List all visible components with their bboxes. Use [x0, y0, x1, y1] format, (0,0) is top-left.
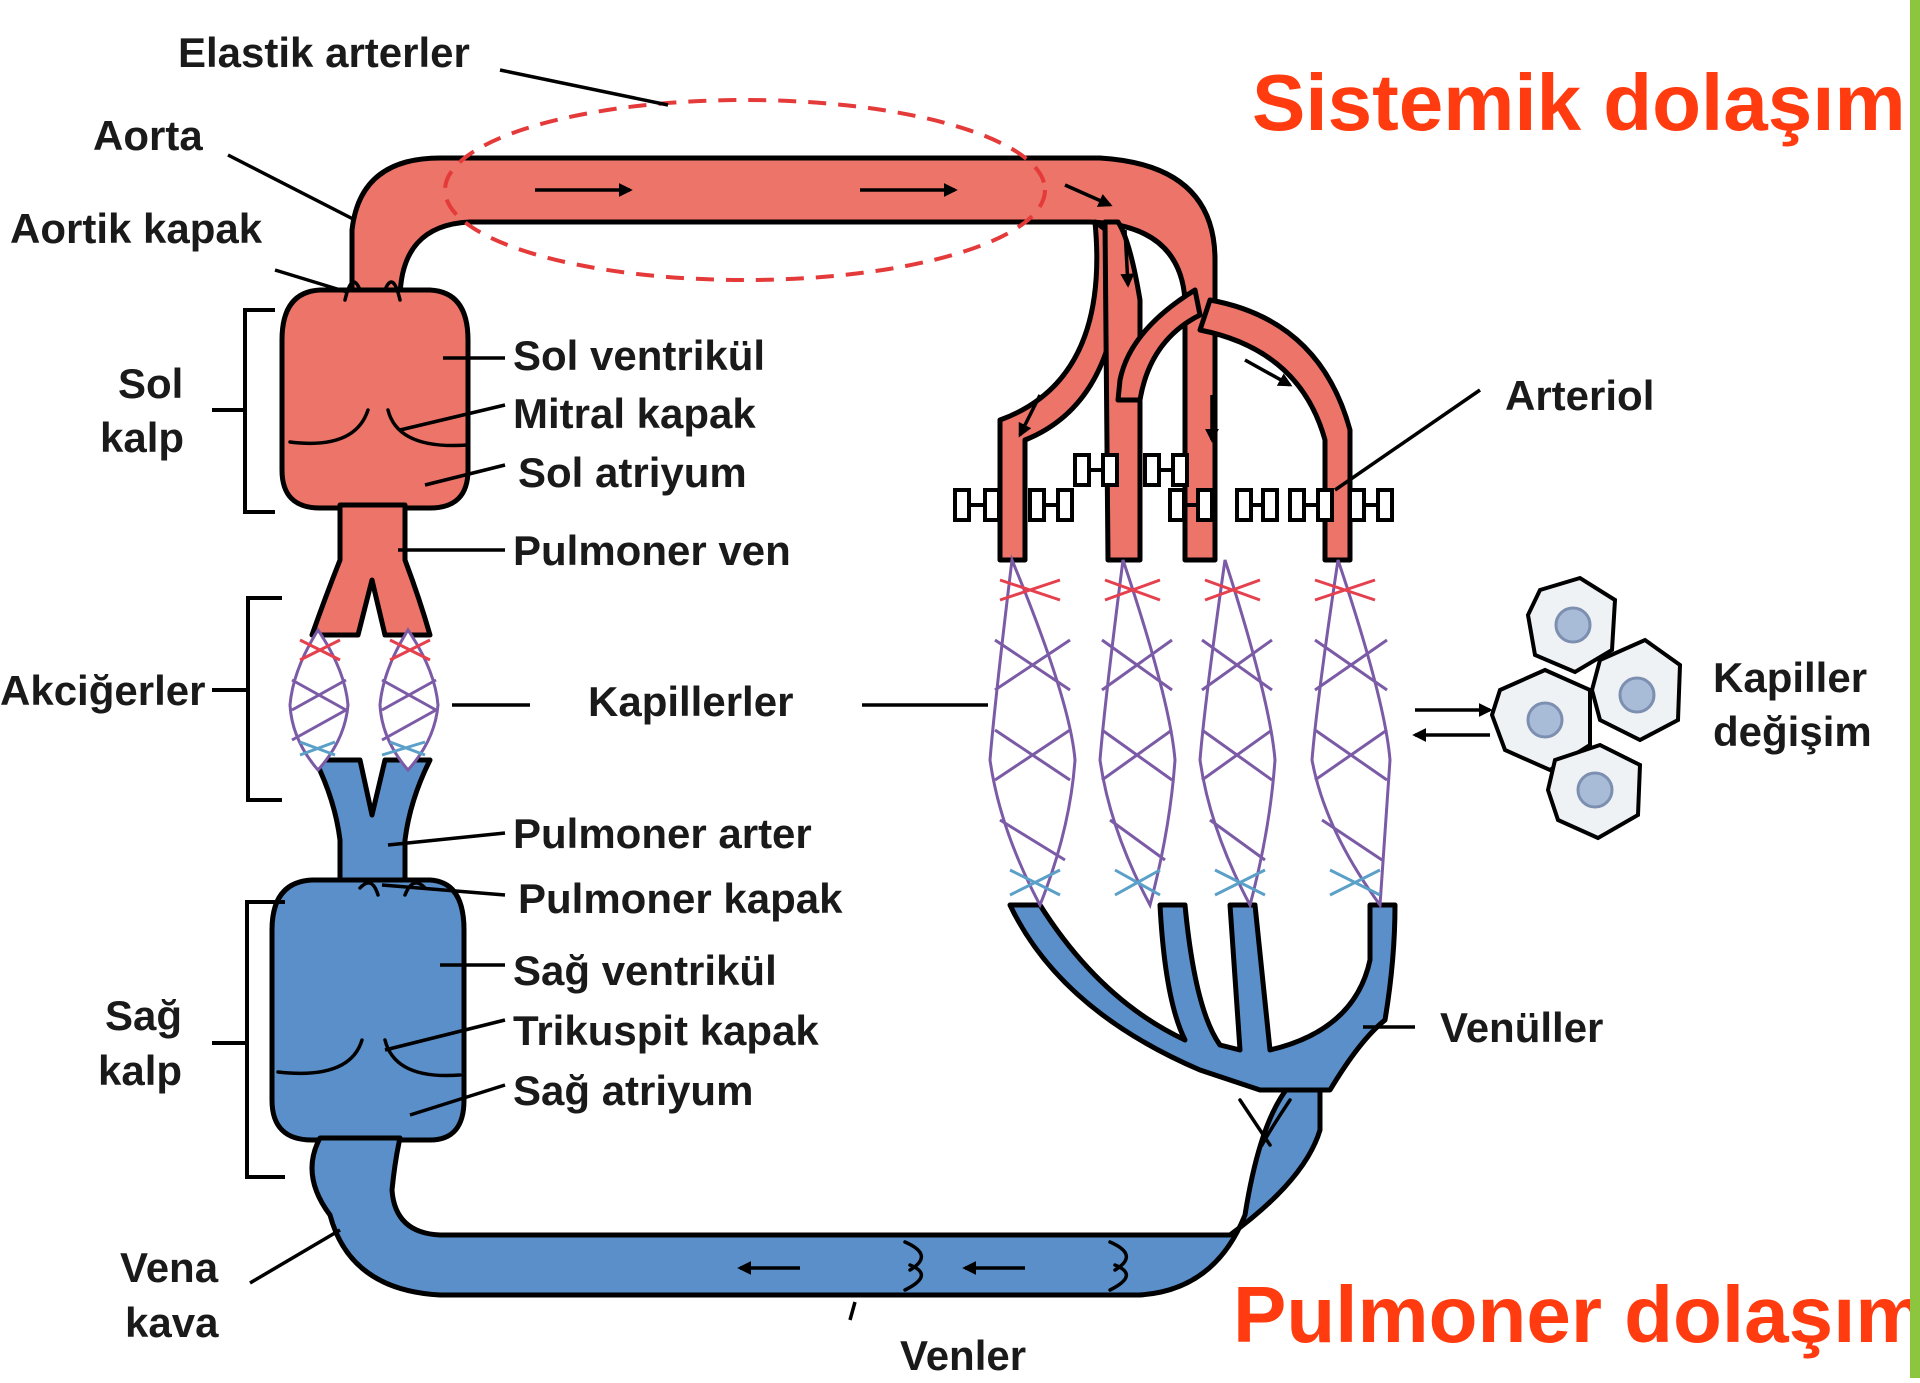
- label-capillary-exchange-1: Kapiller: [1713, 654, 1867, 701]
- label-tricuspid-valve: Trikuspit kapak: [513, 1007, 819, 1054]
- systemic-capillaries: [990, 560, 1390, 905]
- label-left-atrium: Sol atriyum: [518, 449, 747, 496]
- label-right-heart-2: kalp: [98, 1047, 182, 1094]
- label-arteriole: Arteriol: [1505, 372, 1654, 419]
- label-venules: Venüller: [1440, 1004, 1603, 1051]
- exchange-arrows: [1415, 710, 1490, 735]
- label-lungs: Akciğerler: [0, 667, 205, 714]
- label-vena-cava-1: Vena: [120, 1244, 219, 1291]
- label-right-ventricle: Sağ ventrikül: [513, 947, 777, 994]
- accent-edge: [1910, 0, 1920, 1378]
- pulmonary-vein: [312, 505, 430, 635]
- tissue-cells: [1492, 578, 1680, 838]
- right-heart: [272, 880, 464, 1140]
- label-left-ventricle: Sol ventrikül: [513, 332, 765, 379]
- label-mitral-valve: Mitral kapak: [513, 390, 756, 437]
- label-vena-cava-2: kava: [125, 1299, 219, 1346]
- left-heart: [282, 290, 468, 508]
- systemic-title: Sistemik dolaşım: [1252, 58, 1906, 147]
- lungs-bracket: [212, 598, 282, 800]
- arterial-system: [282, 158, 1350, 635]
- label-aortic-valve: Aortik kapak: [10, 205, 263, 252]
- label-capillary-exchange-2: değişim: [1713, 708, 1872, 755]
- venule-bundle: [1010, 905, 1395, 1090]
- label-pulmonary-valve: Pulmoner kapak: [518, 875, 843, 922]
- label-elastic-arteries: Elastik arterler: [178, 29, 470, 76]
- left-heart-bracket: [212, 310, 275, 512]
- label-right-atrium: Sağ atriyum: [513, 1067, 753, 1114]
- label-pulmonary-vein: Pulmoner ven: [513, 527, 791, 574]
- label-capillaries: Kapillerler: [588, 678, 793, 725]
- label-left-heart-2: kalp: [100, 414, 184, 461]
- label-left-heart-1: Sol: [118, 360, 183, 407]
- pulmonary-title: Pulmoner dolaşım: [1233, 1270, 1920, 1359]
- lung-capillaries: [290, 630, 438, 770]
- pulmonary-artery: [315, 760, 430, 890]
- label-aorta: Aorta: [93, 112, 203, 159]
- label-right-heart-1: Sağ: [105, 992, 182, 1039]
- label-pulmonary-artery: Pulmoner arter: [513, 810, 812, 857]
- label-veins: Venler: [900, 1332, 1026, 1378]
